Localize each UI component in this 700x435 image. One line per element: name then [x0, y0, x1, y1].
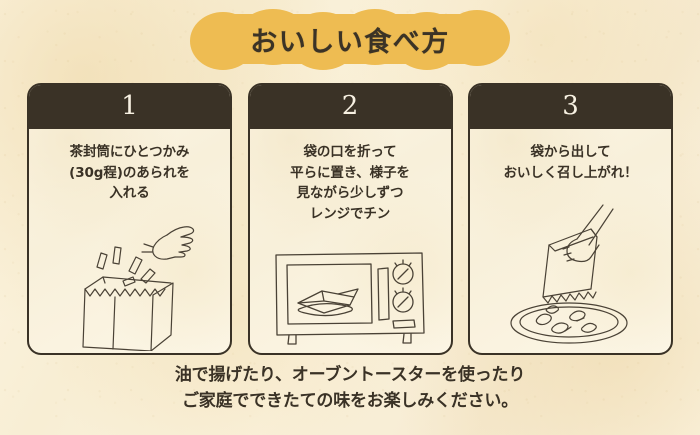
step-illustration-3 [470, 201, 671, 351]
scalloped-banner-shape [190, 9, 510, 70]
step-body-3: 袋から出して おいしく召し上がれ！ [470, 129, 671, 353]
pouring-bag-onto-plate-icon [509, 204, 628, 344]
step-card-2: 2 袋の口を折って 平らに置き、様子を 見ながら少しずつ レンジでチン [247, 83, 453, 355]
step-text-3: 袋から出して おいしく召し上がれ！ [503, 144, 638, 181]
step-illustration-1 [29, 211, 230, 351]
step-body-2: 袋の口を折って 平らに置き、様子を 見ながら少しずつ レンジでチン [250, 129, 451, 353]
step-text-1: 茶封筒にひとつかみ (30g程)のあられを 入れる [69, 144, 190, 202]
step-header-3: 3 [470, 85, 671, 129]
paper-bag-with-hand-icon [81, 226, 194, 351]
step-card-3: 3 袋から出して おいしく召し上がれ！ [468, 83, 673, 355]
microwave-oven-icon [275, 252, 425, 345]
footer-note: 油で揚げたり、オーブントースターを使ったり ご家庭でできたての味をお楽しみくださ… [174, 365, 526, 412]
step-number-2: 2 [341, 91, 359, 121]
step-body-1: 茶封筒にひとつかみ (30g程)のあられを 入れる [29, 129, 230, 353]
step-card-1: 1 茶封筒にひとつかみ (30g程)のあられを 入れる [27, 83, 232, 355]
step-number-1: 1 [121, 91, 138, 121]
step-header-1: 1 [29, 85, 230, 129]
step-illustration-2 [250, 245, 451, 351]
heading-banner: おいしい食べ方 [190, 8, 510, 70]
step-number-3: 3 [562, 91, 579, 121]
steps-container: 1 茶封筒にひとつかみ (30g程)のあられを 入れる [27, 83, 673, 355]
step-header-2: 2 [249, 85, 451, 129]
step-text-2: 袋の口を折って 平らに置き、様子を 見ながら少しずつ レンジでチン [290, 144, 410, 222]
page-title: おいしい食べ方 [250, 26, 450, 58]
